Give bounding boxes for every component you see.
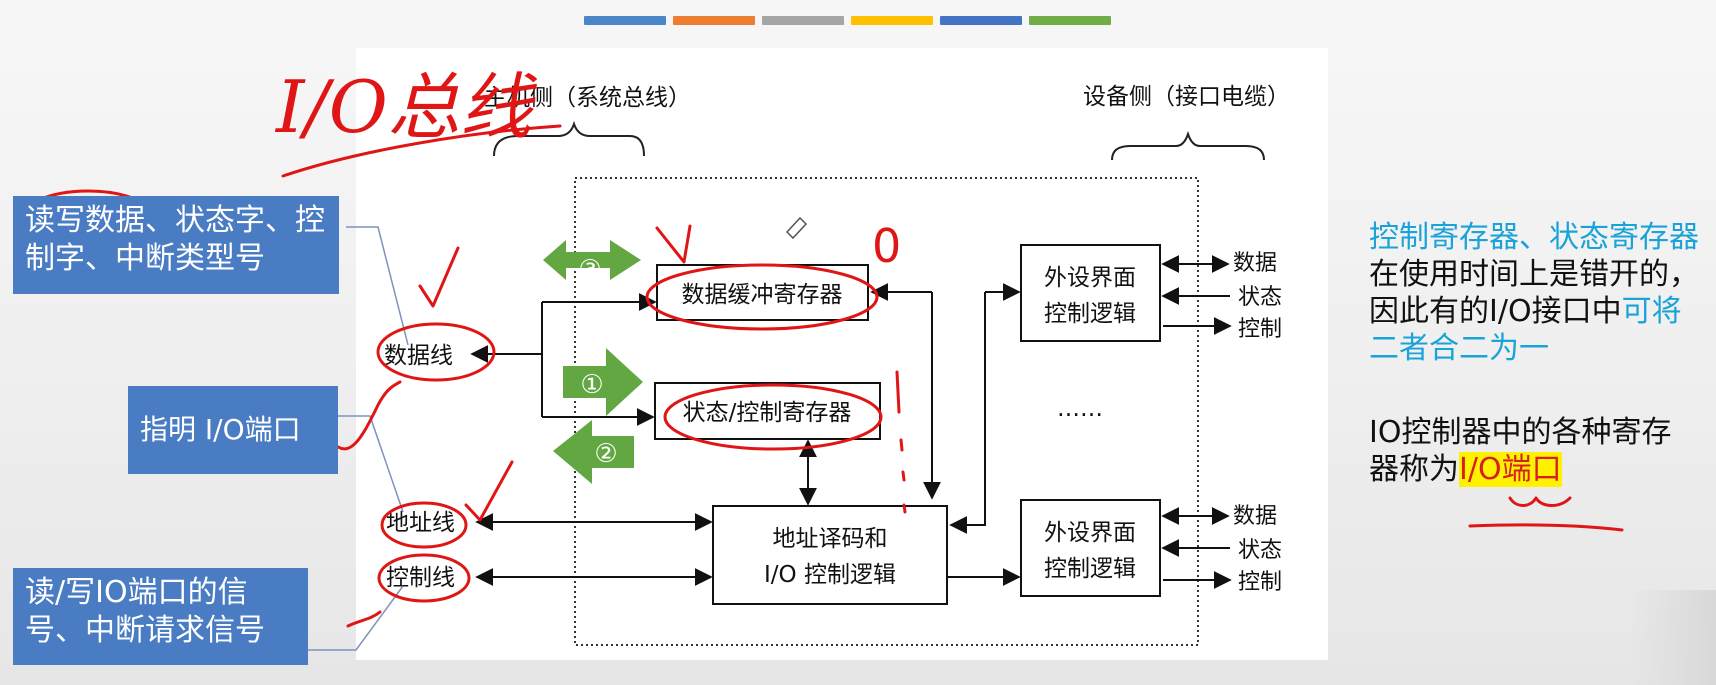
device-brace [1111, 130, 1265, 161]
data-line-callout-text: 读写数据、状态字、控制字、中断类型号 [25, 203, 325, 276]
control-line-callout-text: 读/写IO端口的信号、中断请求信号 [25, 575, 265, 648]
note-registers: 控制寄存器、状态寄存器在使用时间上是错开的，因此有的I/O接口中可将二者合二为一 [1369, 219, 1699, 367]
color-segment-4 [851, 16, 933, 25]
data-line-check [418, 246, 460, 308]
note-io-port-text: IO控制器中的各种寄存器称为 [1369, 415, 1672, 487]
step-1-arrow [563, 348, 643, 416]
status-register-circle [663, 383, 883, 451]
device-side-label: 设备侧（接口电缆） [1083, 84, 1290, 110]
signal-control-bottom: 控制 [1238, 570, 1282, 595]
data-callout-connector [346, 226, 409, 346]
step-3-double-arrow [543, 240, 641, 280]
address-line-callout: 指明 I/O端口 [128, 386, 338, 474]
step-1-label: ① [580, 370, 603, 400]
dash-mark-3 [901, 470, 906, 482]
dash-mark-1 [895, 370, 901, 414]
device-logic-top-line2: 控制逻辑 [1044, 301, 1136, 327]
control-callout-connector [308, 585, 404, 651]
color-segment-5 [940, 16, 1022, 25]
data-buffer-circle [645, 263, 879, 331]
address-decode-io-control [712, 505, 948, 605]
status-control-register-label: 状态/控制寄存器 [683, 400, 852, 426]
control-line-circle [377, 553, 471, 603]
signal-data-bottom: 数据 [1233, 504, 1277, 529]
zero-handwriting: 0 [872, 219, 901, 273]
color-segment-2 [673, 16, 755, 25]
dash-mark-2 [899, 438, 904, 452]
address-line-check [464, 460, 514, 522]
slide-corner-shade [1630, 590, 1716, 685]
step-2-arrow [553, 420, 634, 484]
slide-color-bar [584, 16, 1111, 25]
device-logic-top-line1: 外设界面 [1044, 265, 1136, 291]
address-line-circle [380, 501, 468, 549]
host-brace [493, 120, 645, 157]
control-line-callout: 读/写IO端口的信号、中断请求信号 [13, 568, 308, 665]
decode-logic-line1: 地址译码和 [773, 526, 888, 552]
address-line-callout-text: 指明 I/O端口 [140, 413, 301, 446]
io-port-note-underline [1508, 496, 1572, 507]
pen-cursor-icon [785, 216, 808, 240]
step-3-label: ③ [578, 255, 601, 285]
io-bus-handwriting: I/O总线 [274, 65, 538, 149]
data-buffer-register-label: 数据缓冲寄存器 [682, 282, 843, 308]
device-control-logic-bottom [1020, 499, 1161, 597]
host-side-label: 主机侧（系统总线） [484, 85, 691, 111]
note-registers-highlight: 控制寄存器、状态寄存器 [1369, 220, 1699, 255]
data-line-circle [376, 322, 496, 382]
device-control-logic-top [1020, 244, 1161, 342]
step-2-label: ② [594, 439, 617, 469]
signal-status-bottom: 状态 [1238, 538, 1282, 563]
data-buffer-check [655, 224, 692, 264]
device-to-decode-line [949, 292, 986, 534]
decode-logic-line2: I/O 控制逻辑 [764, 562, 896, 588]
control-line-label: 控制线 [386, 565, 455, 591]
device-logic-bottom-line1: 外设界面 [1044, 520, 1136, 546]
io-port-note-underline-2 [1468, 523, 1624, 532]
address-callout-connector [337, 415, 404, 513]
interface-boundary [574, 177, 1199, 646]
color-segment-3 [762, 16, 844, 25]
data-line-callout: 读写数据、状态字、控制字、中断类型号 [13, 196, 339, 294]
note-io-port-highlight: I/O端口 [1459, 452, 1562, 487]
color-segment-6 [1029, 16, 1111, 25]
io-bus-underline-stroke [281, 124, 562, 178]
ellipsis: …… [1057, 396, 1103, 422]
io-port-check [331, 380, 402, 451]
note-io-port: IO控制器中的各种寄存器称为I/O端口 [1369, 414, 1699, 488]
signal-status-top: 状态 [1238, 285, 1282, 310]
data-line-label: 数据线 [384, 343, 453, 369]
dash-mark-4 [902, 503, 907, 514]
note-registers-merge: 可将二者合二为一 [1369, 294, 1682, 366]
device-logic-bottom-line2: 控制逻辑 [1044, 556, 1136, 582]
signal-data-top: 数据 [1233, 251, 1277, 276]
signal-control-top: 控制 [1238, 317, 1282, 342]
control-line-flick [346, 610, 382, 628]
address-line-label: 地址线 [386, 510, 455, 536]
color-segment-1 [584, 16, 666, 25]
note-registers-text: 在使用时间上是错开的，因此有的I/O接口中 [1369, 257, 1699, 329]
